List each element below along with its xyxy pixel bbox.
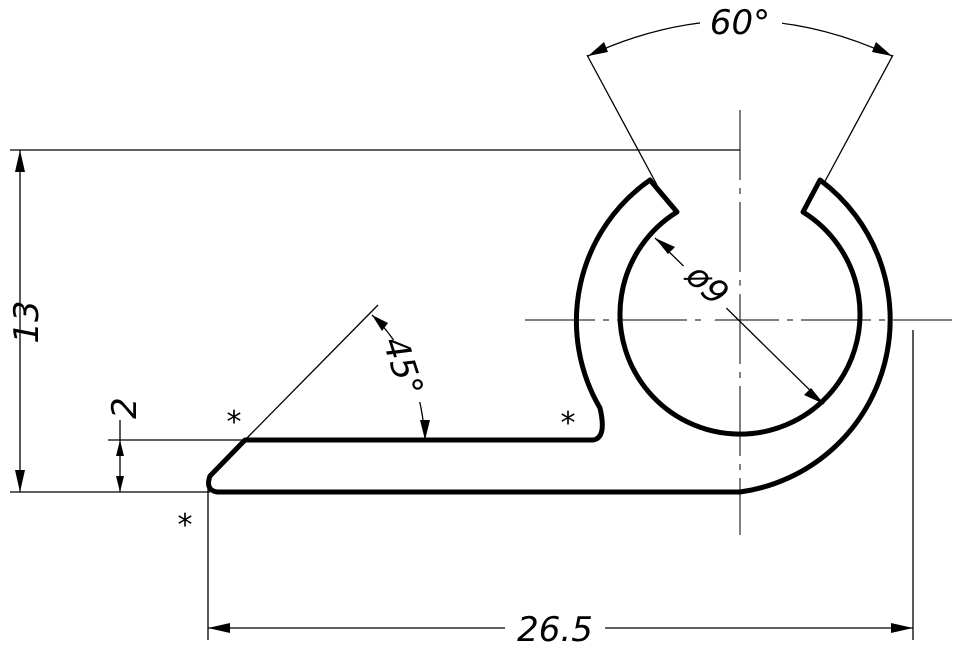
lip-arrow-top [116,440,124,456]
bore-label-backdrop [667,247,745,325]
lip-height-label: 2 [105,397,145,419]
chamfer-angle-dimension: 45° [244,304,431,441]
seal-profile-outline [206,177,893,495]
bore-arrow-bottom [804,388,824,404]
slot-left-extension-line [586,54,658,186]
width-arrow-right [891,623,913,633]
height-arrow-bottom [15,470,25,492]
marker-star-chamfer: * [227,405,242,440]
height-arrow-top [15,150,25,172]
bore-arrow-top [655,238,675,254]
slot-angle-label: 60° [710,3,770,43]
height-label: 13 [7,300,47,343]
marker-star-lip-end: * [561,406,576,441]
chamfer-label-backdrop [382,340,422,402]
chamfer-extension-line [244,304,379,441]
width-arrow-left [208,623,230,633]
slot-angle-dimension: 60° [586,3,894,186]
chamfer-arrow-top [372,315,388,331]
lip-height-dimension: 2 [105,397,245,492]
slot-right-extension-line [822,54,894,186]
width-label-backdrop [505,610,605,644]
width-label: 26.5 [517,610,593,648]
bore-dimension-line [654,237,825,405]
slot-angle-label-backdrop [700,4,782,40]
lip-arrow-bottom [116,476,124,492]
marker-star-corner: * [178,508,193,543]
slot-angle-arrow-right [872,42,892,56]
chamfer-arrow-bottom [420,420,430,440]
width-dimension: 26.5 [207,330,914,648]
height-dimension: 13 [7,149,740,493]
slot-angle-arrow-left [588,42,608,56]
